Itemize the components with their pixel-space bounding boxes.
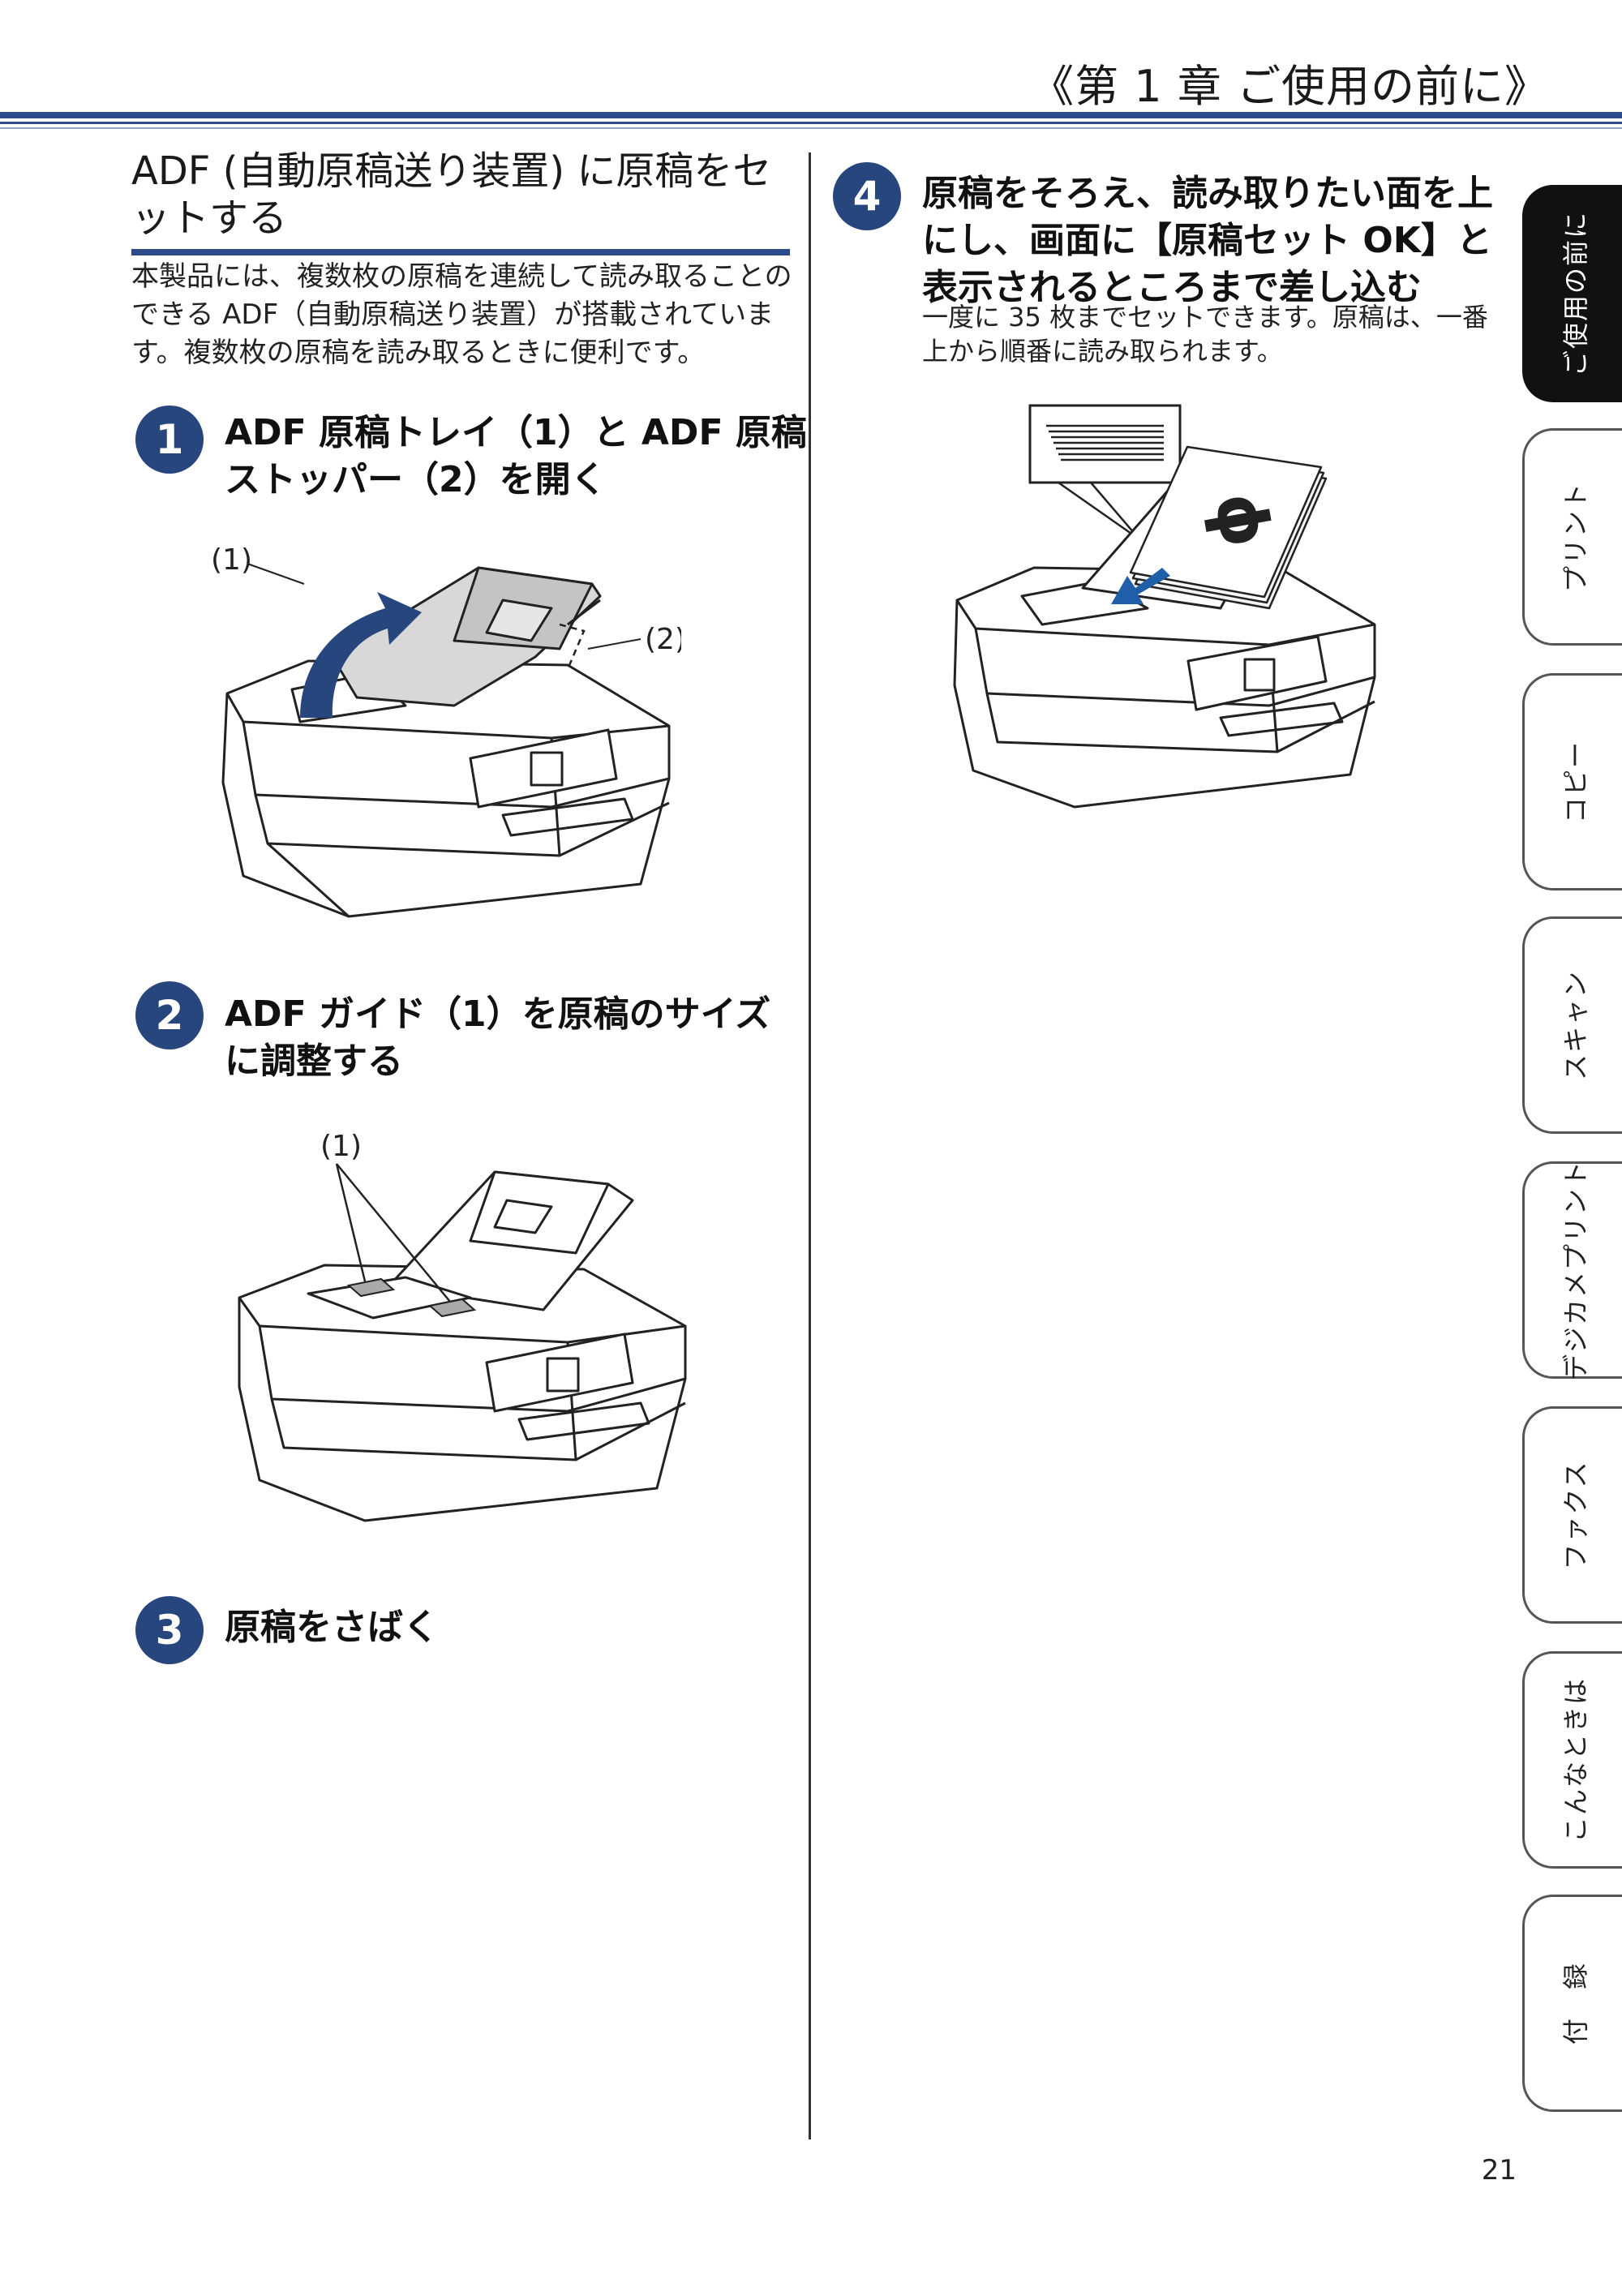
step-1-badge: 1: [135, 406, 204, 474]
section-underline: [131, 249, 790, 255]
header-rule-thin: [0, 122, 1622, 124]
tab-copy[interactable]: コピー: [1522, 673, 1622, 891]
figure-insert-document: ϕ: [953, 404, 1376, 809]
header-rule-light: [0, 127, 1622, 129]
tab-appendix[interactable]: 付 録: [1522, 1895, 1622, 2112]
figure-adf-tray-open: (1) (2): [211, 543, 681, 918]
fig1-callout-2: (2): [645, 623, 681, 656]
header-rule: [0, 112, 1622, 118]
section-title: ADF (自動原稿送り装置) に原稿をセットする: [131, 148, 772, 241]
tab-digicam-print[interactable]: デジカメプリント: [1522, 1160, 1622, 1380]
step-4-heading: 原稿をそろえ、読み取りたい面を上にし、画面に【原稿セット OK】と表示されるとこ…: [922, 173, 1493, 308]
step-3-badge: 3: [135, 1596, 204, 1664]
tab-fax[interactable]: ファクス: [1522, 1406, 1622, 1624]
tab-print[interactable]: プリント: [1522, 428, 1622, 646]
step-2-heading: ADF ガイド（1）を原稿のサイズに調整する: [225, 994, 771, 1082]
tab-scan[interactable]: スキャン: [1522, 916, 1622, 1134]
step-3-heading: 原稿をさばく: [225, 1607, 439, 1648]
fig1-callout-1: (1): [211, 543, 252, 577]
column-divider: [809, 152, 811, 2139]
fig2-callout-1: (1): [320, 1130, 362, 1163]
tab-troubleshooting[interactable]: こんなときは: [1522, 1651, 1622, 1869]
step-2-badge: 2: [135, 981, 204, 1049]
chapter-header: 《第 1 章 ご使用の前に》: [1030, 61, 1549, 112]
figure-adf-guide: (1): [238, 1130, 687, 1522]
step-1-heading: ADF 原稿トレイ（1）と ADF 原稿ストッパー（2）を開く: [225, 412, 807, 500]
page-number: 21: [1481, 2154, 1517, 2187]
step-4-badge: 4: [833, 162, 901, 230]
tab-before-use[interactable]: ご使用の前に: [1522, 185, 1622, 402]
step-4-body: 一度に 35 枚までセットできます。原稿は、一番上から順番に読み取られます。: [922, 302, 1488, 367]
intro-text: 本製品には、複数枚の原稿を連続して読み取ることのできる ADF（自動原稿送り装置…: [131, 260, 792, 369]
